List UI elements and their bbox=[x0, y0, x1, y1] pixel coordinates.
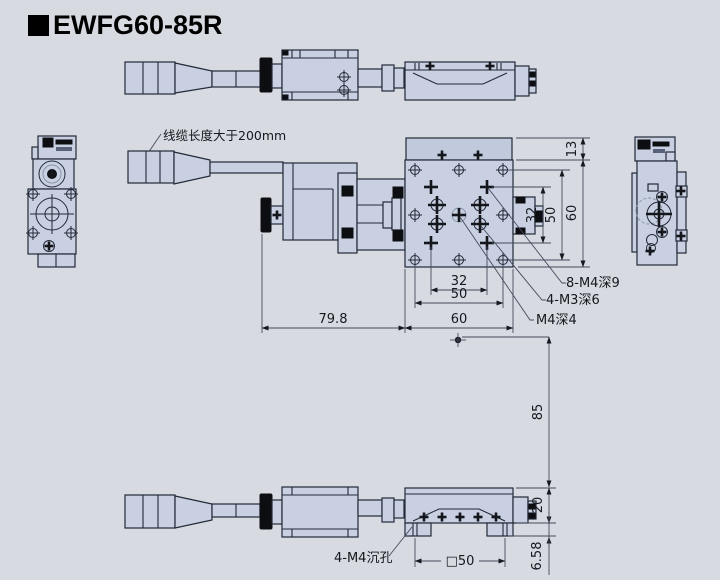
dim-60h: 60 bbox=[451, 312, 468, 327]
dim-20: 20 bbox=[531, 497, 546, 514]
title-square-marker bbox=[28, 15, 49, 36]
callout-m4-center: M4深4 bbox=[536, 313, 577, 328]
counterbore-leader bbox=[388, 526, 413, 557]
dimensions-bottom: □50 4-M4沉孔 bbox=[334, 526, 506, 569]
stage-body-top bbox=[404, 61, 516, 101]
cable-connector-bottom bbox=[124, 494, 176, 529]
table-top-strip bbox=[405, 137, 513, 161]
dim-square50: □50 bbox=[446, 554, 475, 569]
hole-callouts: 8-M4深9 4-M3深6 M4深4 bbox=[459, 187, 620, 328]
dim-13: 13 bbox=[565, 141, 580, 158]
callout-counterbore: 4-M4沉孔 bbox=[334, 551, 392, 566]
coupling-shaft bbox=[357, 68, 383, 88]
dimensions-right-chain: 85 20 6.58 bbox=[450, 333, 556, 575]
callout-8-m4: 8-M4深9 bbox=[566, 276, 620, 291]
foot-right bbox=[486, 522, 514, 537]
sensor-block bbox=[514, 65, 530, 97]
title-block: EWFG60-85R bbox=[28, 10, 223, 40]
manual-knob-bottom bbox=[259, 493, 273, 530]
left-side-view bbox=[25, 135, 79, 268]
dim-798: 79.8 bbox=[319, 312, 348, 327]
cable-note-leader bbox=[147, 133, 162, 154]
dim-658: 6.58 bbox=[530, 542, 545, 571]
manual-knob-front bbox=[260, 197, 272, 233]
dim-85: 85 bbox=[531, 404, 546, 421]
dim-60v: 60 bbox=[565, 205, 580, 222]
foot-left bbox=[404, 522, 432, 537]
cable-rod-front bbox=[209, 161, 284, 174]
dimensions-plate-vertical: 13 60 50 32 bbox=[492, 137, 590, 268]
motor-adapter-flange bbox=[337, 172, 358, 254]
right-side-view bbox=[631, 136, 688, 266]
dim-50v: 50 bbox=[544, 207, 559, 224]
cable-connector bbox=[124, 61, 176, 95]
cable-taper bbox=[174, 62, 213, 94]
dim-32h: 32 bbox=[451, 274, 468, 289]
manual-knob bbox=[259, 57, 273, 93]
front-view bbox=[127, 137, 544, 268]
cable-note-text: 线缆长度大于200mm bbox=[163, 128, 286, 143]
top-view bbox=[124, 49, 537, 101]
cable-connector-front bbox=[127, 150, 175, 184]
dim-32v: 32 bbox=[525, 207, 540, 224]
page-title: EWFG60-85R bbox=[53, 10, 223, 40]
callout-4-m3: 4-M3深6 bbox=[546, 293, 600, 308]
bottom-view bbox=[124, 486, 537, 538]
dim-50h: 50 bbox=[451, 287, 468, 302]
cable-rod bbox=[211, 70, 263, 88]
dimensions-horizontal: 32 50 79.8 60 bbox=[261, 234, 514, 333]
cable-note: 线缆长度大于200mm bbox=[147, 128, 286, 154]
